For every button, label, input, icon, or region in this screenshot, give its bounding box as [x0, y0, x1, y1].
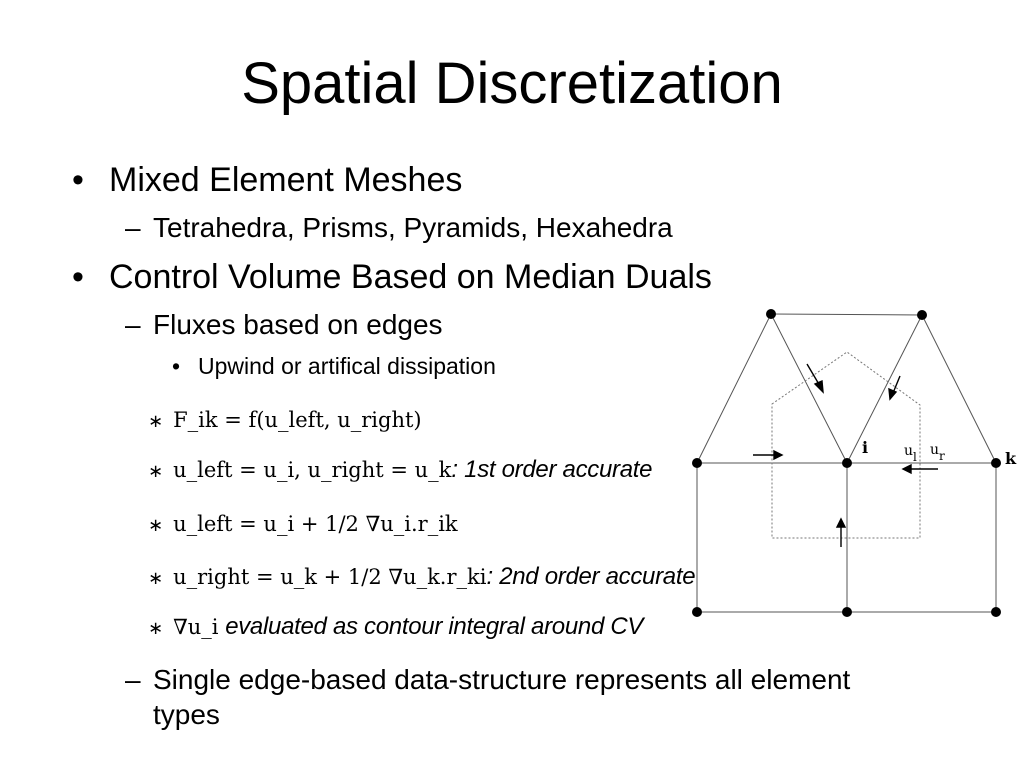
node-dot	[692, 607, 702, 617]
equation-math: u_right = u_k + 1/2 ∇u_k.r_ki	[173, 565, 487, 589]
flux-arrows	[753, 363, 938, 547]
control-volume-outline	[771, 351, 921, 539]
sub-bullet-text: Tetrahedra, Prisms, Pyramids, Hexahedra	[153, 212, 673, 243]
star-marker: ∗	[148, 515, 164, 536]
bullet-text: Mixed Element Meshes	[109, 161, 463, 199]
node-i-label: i	[862, 438, 868, 457]
node-k-dot	[991, 458, 1001, 468]
arrow-head-icon	[901, 463, 912, 475]
equation-note: evaluated as contour integral around CV	[225, 613, 644, 640]
u-left-label: u	[904, 443, 913, 459]
bullet-symbol: •	[72, 258, 84, 296]
sub-bullet-element-types: –Tetrahedra, Prisms, Pyramids, Hexahedra	[125, 211, 673, 245]
dash-symbol: –	[125, 664, 141, 695]
median-dual-diagram: i k u l u r	[692, 309, 1017, 617]
equation-gradient: ∗ ∇u_i evaluated as contour integral arou…	[148, 612, 643, 644]
equation-math: u_left = u_i + 1/2 ∇u_i.r_ik	[173, 512, 458, 536]
node-dot	[917, 310, 927, 320]
equation-math: F_ik = f(u_left, u_right)	[173, 408, 422, 432]
arrow-head-icon	[888, 387, 898, 401]
arrow-head-icon	[835, 517, 847, 528]
sub-bullet-text: Single edge-based data-structure represe…	[153, 664, 851, 730]
u-right-label: u	[930, 442, 939, 458]
sub-sub-bullet-text: Upwind or artifical dissipation	[198, 353, 496, 379]
equation-math: ∇u_i	[173, 615, 219, 639]
node-i-dot	[842, 458, 852, 468]
equation-note: : 2nd order accurate	[486, 563, 696, 590]
star-marker: ∗	[148, 411, 164, 432]
equation-flux: ∗ F_ik = f(u_left, u_right)	[148, 405, 422, 437]
star-marker: ∗	[148, 618, 164, 639]
dash-symbol: –	[125, 309, 141, 340]
dash-symbol: –	[125, 212, 141, 243]
equation-left-state: ∗ u_left = u_i + 1/2 ∇u_i.r_ik	[148, 509, 458, 541]
arrow-head-icon	[773, 449, 784, 461]
sub-bullet-text: Fluxes based on edges	[153, 309, 443, 340]
arrow-icon	[892, 375, 901, 394]
u-right-subscript: r	[939, 449, 945, 463]
arrow-head-icon	[813, 379, 824, 394]
mesh-nodes	[692, 309, 1001, 617]
node-k-label: k	[1005, 449, 1017, 468]
node-dot	[766, 309, 776, 319]
node-dot	[692, 458, 702, 468]
equation-math: u_left = u_i, u_right = u_k	[173, 458, 452, 482]
bullet-symbol: •	[72, 161, 84, 199]
u-left-subscript: l	[913, 450, 917, 464]
star-marker: ∗	[148, 568, 164, 589]
slide-title: Spatial Discretization	[241, 51, 783, 116]
bullet-text: Control Volume Based on Median Duals	[109, 258, 712, 296]
bullet-control-volume: • Control Volume Based on Median Duals	[72, 257, 712, 297]
top-edge	[770, 313, 923, 316]
equation-second-order: ∗ u_right = u_k + 1/2 ∇u_k.r_ki: 2nd orde…	[148, 562, 696, 594]
bullet-symbol: •	[172, 353, 181, 379]
star-marker: ∗	[148, 461, 164, 482]
sub-bullet-edge-structure: –Single edge-based data-structure repres…	[125, 662, 893, 732]
sub-bullet-fluxes: –Fluxes based on edges	[125, 308, 443, 342]
node-dot	[842, 607, 852, 617]
triangle-edges	[696, 312, 997, 465]
bullet-mixed-element-meshes: • Mixed Element Meshes	[72, 160, 462, 200]
equation-note: : 1st order accurate	[451, 456, 653, 483]
sub-sub-bullet-upwind: • Upwind or artifical dissipation	[172, 352, 496, 380]
node-dot	[991, 607, 1001, 617]
equation-first-order: ∗ u_left = u_i, u_right = u_k: 1st order …	[148, 455, 652, 487]
